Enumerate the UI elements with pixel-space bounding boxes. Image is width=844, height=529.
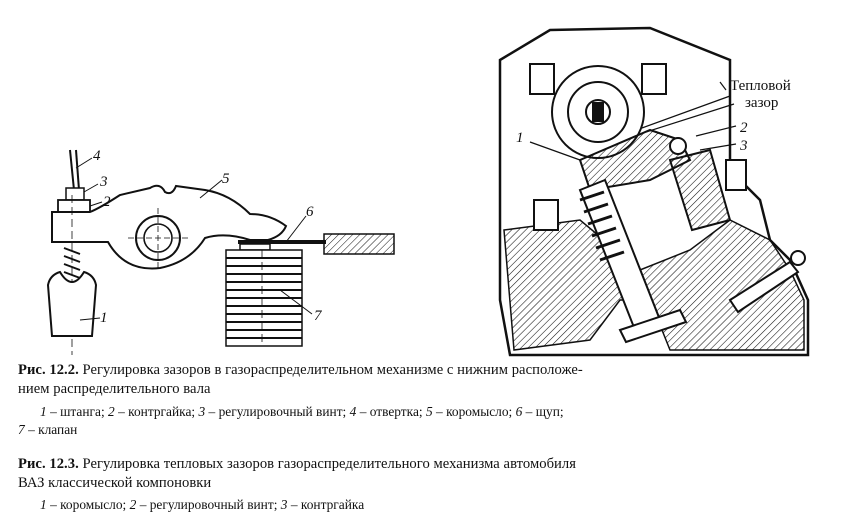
legend-item: 6 – щуп; (515, 404, 564, 419)
feeler-gauge-shape (238, 233, 395, 255)
legend-item: 7 – клапан (18, 422, 78, 437)
fig-label-1: 1 (100, 310, 108, 326)
legend-item: 3 – контргайка (280, 497, 365, 512)
spark-plug-shape (728, 250, 806, 314)
adjusting-screw-locknut-shape (668, 137, 732, 232)
caption-12-3-text: Регулировка тепловых зазоров газораспред… (82, 456, 577, 472)
legend-item: 2 – регулировочный винт; (129, 497, 281, 512)
fig-label-6: 6 (306, 204, 314, 220)
legend-item: 5 – коромысло; (425, 404, 516, 419)
valve-shape (578, 178, 688, 344)
caption-12-2-number: Рис. 12.2. (18, 362, 79, 378)
fig-right-label-1: 1 (516, 130, 524, 146)
fig-label-5: 5 (222, 171, 230, 187)
caption-12-3: Рис. 12.3. Регулировка тепловых зазоров … (18, 455, 828, 493)
fig-label-4: 4 (93, 148, 101, 164)
fig-right-label-2: 2 (740, 120, 748, 136)
caption-12-3-legend: 1 – коромысло; 2 – регулировочный винт; … (40, 496, 830, 514)
screwdriver-shape (69, 149, 80, 191)
fig-label-7: 7 (314, 308, 323, 324)
fig-label-2: 2 (103, 194, 111, 210)
thermal-gap-label-line1: Тепловой (730, 78, 791, 94)
adjusting-screw-shape (65, 187, 85, 201)
legend-item: 1 – коромысло; (40, 497, 130, 512)
legend-item: 4 – отвертка; (349, 404, 426, 419)
legend-item: 3 – регулировочный винт; (198, 404, 350, 419)
caption-12-2-legend: 1 – штанга; 2 – контргайка; 3 – регулиро… (40, 403, 830, 421)
fig-right-label-3: 3 (739, 138, 748, 154)
figure-12-2-drawing: 4 3 2 5 6 7 1 (46, 148, 395, 355)
thermal-gap-label-line2: зазор (745, 95, 778, 111)
caption-12-3-text-line2: ВАЗ классической компоновки (18, 475, 212, 491)
figure-12-3-drawing: Тепловой зазор 2 3 1 (498, 26, 810, 357)
pushrod-shape (46, 270, 98, 337)
legend-item: 1 – штанга; (40, 404, 109, 419)
caption-12-2-text-line2: нием распределительного вала (18, 381, 211, 397)
valve-spring-shape (225, 249, 303, 347)
caption-12-2-legend-line2: 7 – клапан (18, 421, 808, 439)
caption-12-3-number: Рис. 12.3. (18, 456, 79, 472)
caption-12-2-text: Регулировка зазоров в газораспределитель… (82, 362, 583, 378)
caption-12-2: Рис. 12.2. Регулировка зазоров в газорас… (18, 361, 828, 399)
legend-item: 2 – контргайка; (108, 404, 199, 419)
fig-label-3: 3 (99, 174, 108, 190)
